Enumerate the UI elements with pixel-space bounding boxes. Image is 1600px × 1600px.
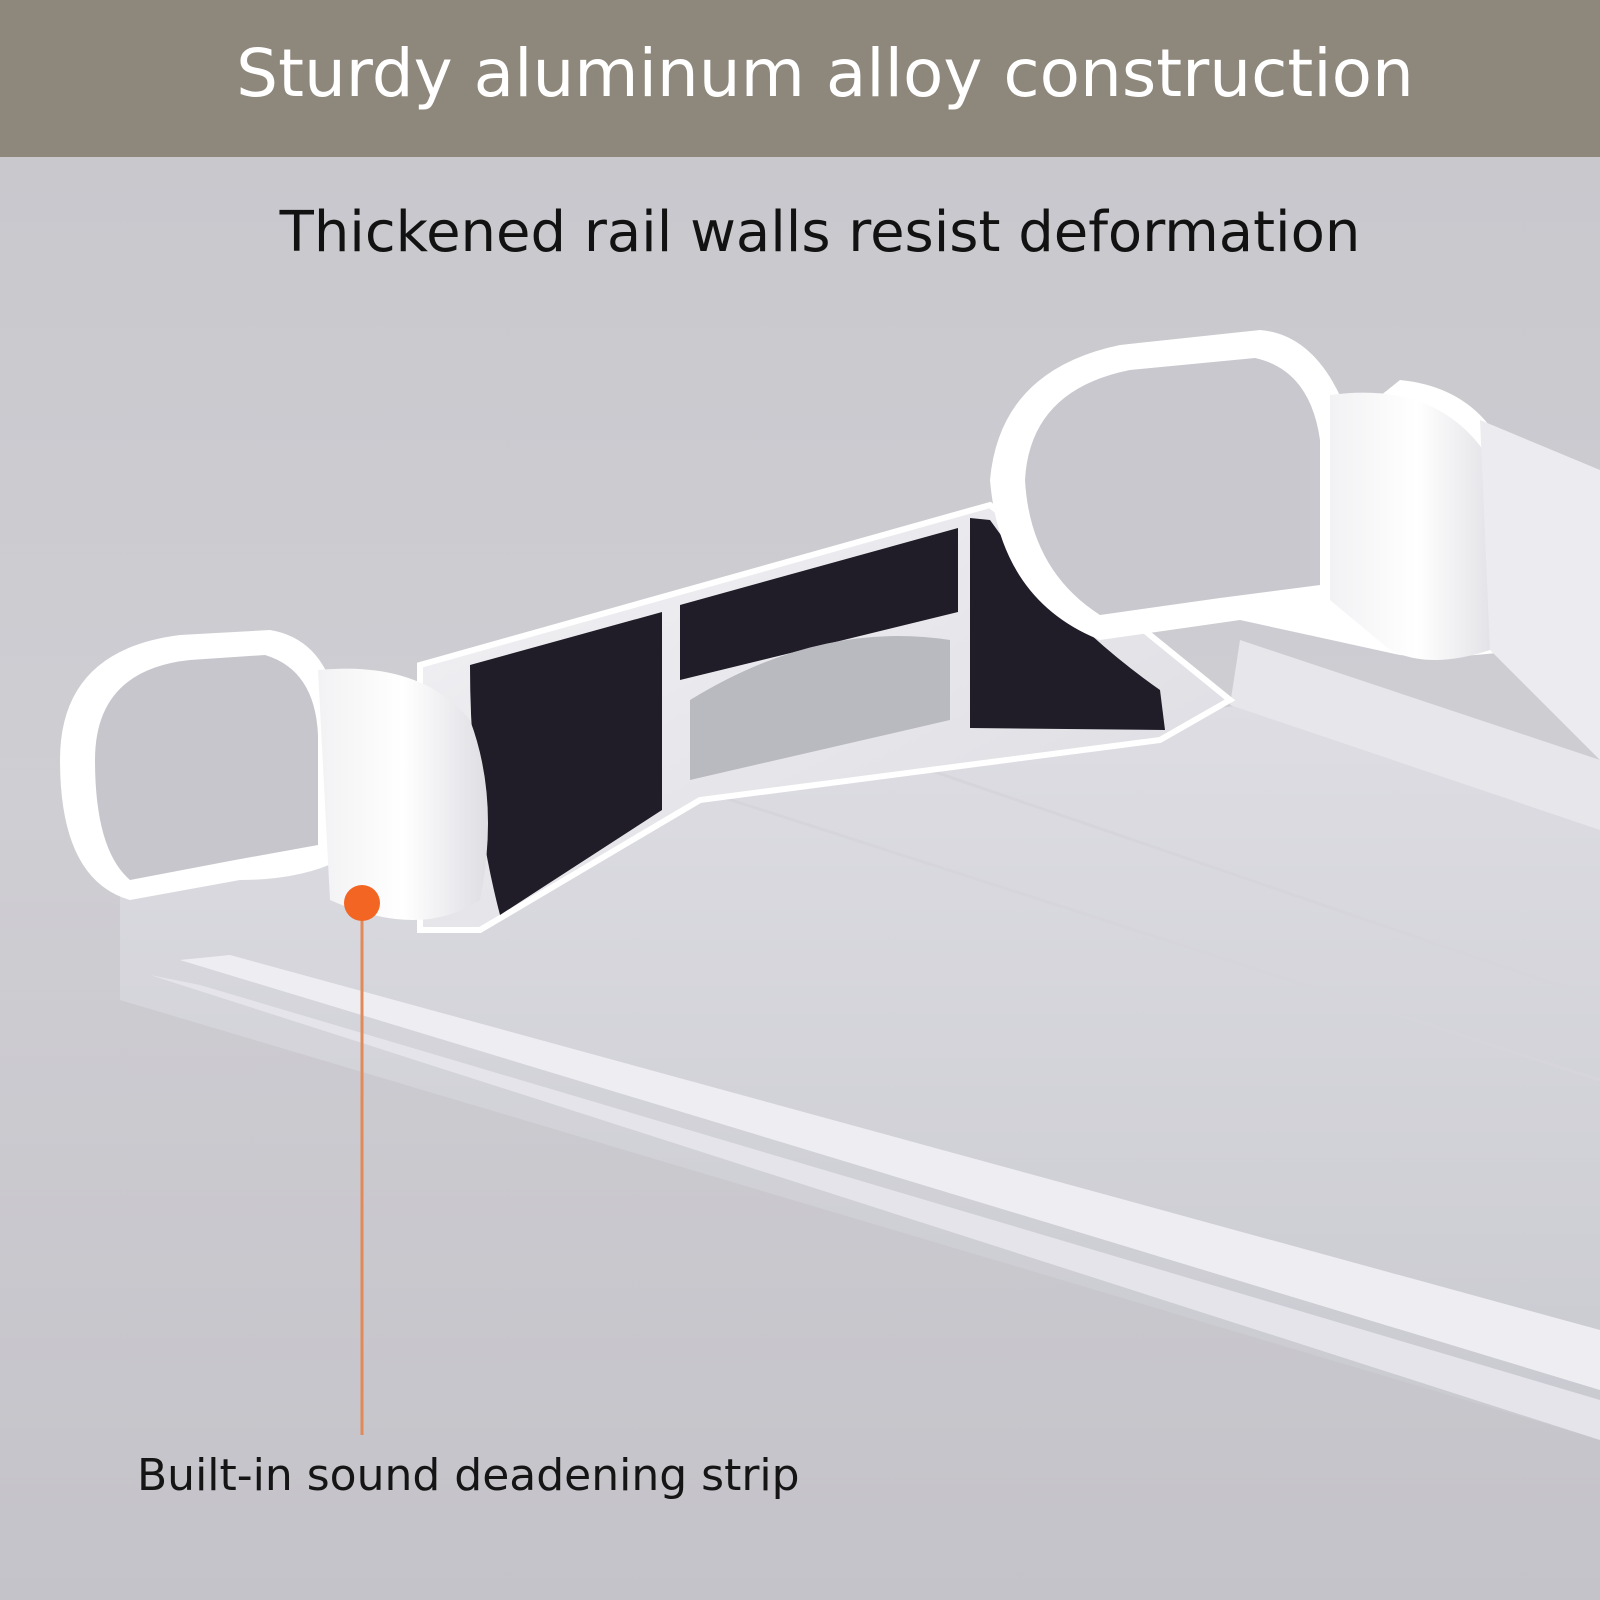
hollow-chamber: [690, 636, 950, 780]
dark-insert-left: [470, 612, 662, 915]
product-scene: [0, 157, 1600, 1600]
right-tube-inner: [1025, 358, 1320, 615]
rail-right-strip: [1230, 640, 1600, 830]
banner-title: Sturdy aluminum alloy construction: [236, 35, 1414, 112]
callout-label: Built-in sound deadening strip: [137, 1450, 800, 1501]
left-tube-roller: [318, 668, 488, 920]
left-tube-inner: [95, 655, 318, 880]
rail-strip-lower: [150, 975, 1600, 1440]
title-banner: Sturdy aluminum alloy construction: [0, 0, 1600, 157]
callout-marker: [344, 885, 380, 921]
rail-illustration: [0, 157, 1600, 1600]
rail-groove-1: [699, 788, 1600, 1082]
right-tube-extension: [1480, 420, 1600, 760]
headline: Thickened rail walls resist deformation: [279, 200, 1361, 265]
rail-groove-2: [899, 758, 1600, 1002]
dark-insert-top: [680, 528, 958, 680]
rail-strip-front: [180, 955, 1600, 1390]
right-tube-roller: [1330, 392, 1505, 660]
